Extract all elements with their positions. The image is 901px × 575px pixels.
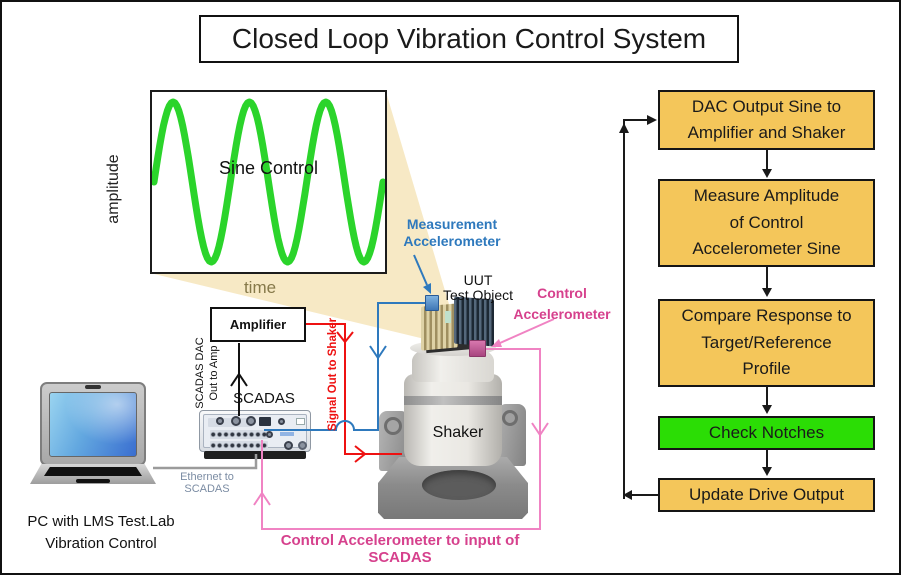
laptop-keyboard [44,467,142,476]
scadas-front-panel [203,414,307,450]
control-accelerometer-label: Control Accelerometer [513,285,611,322]
control-wire-label: Control Accelerometer to input of SCADAS [280,532,520,566]
control-arrow-down [531,422,549,437]
laptop [30,380,156,486]
drive-arrow-down [336,331,354,344]
diagram-title: Closed Loop Vibration Control System [199,15,739,63]
scadas-label: SCADAS [233,390,295,407]
knob [298,441,307,450]
signal-out-label: Signal Out to Shaker [327,317,339,431]
control-arrow-up [253,491,271,506]
flow-step-dac-output: DAC Output Sine to Amplifier and Shaker [658,90,875,150]
amplifier-box: Amplifier [210,307,306,342]
measurement-label-arrow [413,254,428,286]
drive-arrow-right [354,445,367,463]
laptop-touchpad [76,479,110,483]
measurement-accelerometer-label: Measurement Accelerometer [403,216,501,249]
scadas-base-feet [204,451,306,459]
feedback-line [623,119,647,499]
plot-ylabel: amplitude [105,154,122,224]
flow-step-update-drive: Update Drive Output [658,478,875,512]
sine-plot: Sine Control [150,90,387,274]
measurement-arrow-down [369,345,387,360]
plot-xlabel: time [243,278,277,297]
input-channel-row [210,430,268,439]
sine-wave [152,98,385,266]
title-text: Closed Loop Vibration Control System [231,23,707,54]
shaker-band [404,396,502,405]
shaker-base-hole [422,470,496,500]
control-accelerometer [469,340,486,357]
bnc-connector [284,441,293,450]
flow-step-measure: Measure Amplitude of Control Acceleromet… [658,179,875,267]
shaker-pivot [384,417,402,435]
uut-heatsink-right [454,296,494,347]
bnc-connector [246,416,256,426]
laptop-webcam [85,385,101,389]
bnc-connector [278,418,285,425]
bnc-connector [231,416,241,426]
dac-wire-arrow-up [230,372,248,387]
amplifier-label: Amplifier [229,317,287,332]
scadas-device [199,410,311,452]
sine-annotation: Sine Control [218,158,319,178]
input-channel-row [210,441,268,450]
shaker-label: Shaker [432,424,484,441]
bnc-connector [266,431,273,438]
laptop-screen [49,392,137,457]
flow-step-check-notches: Check Notches [658,416,875,450]
uut-chip [445,311,451,323]
ethernet-port [259,417,271,426]
dac-out-label: SCADAS DAC Out to Amp [194,337,220,409]
shaker-pivot [502,410,518,426]
bnc-connector [216,417,224,425]
module-label [280,432,294,436]
flow-step-compare: Compare Response to Target/Reference Pro… [658,299,875,387]
shaker-body [404,374,502,466]
pc-label: PC with LMS Test.Lab Vibration Control [27,513,175,552]
module-slot [296,418,305,425]
ethernet-label: Ethernet to SCADAS [180,471,234,495]
measurement-accelerometer [425,295,439,311]
